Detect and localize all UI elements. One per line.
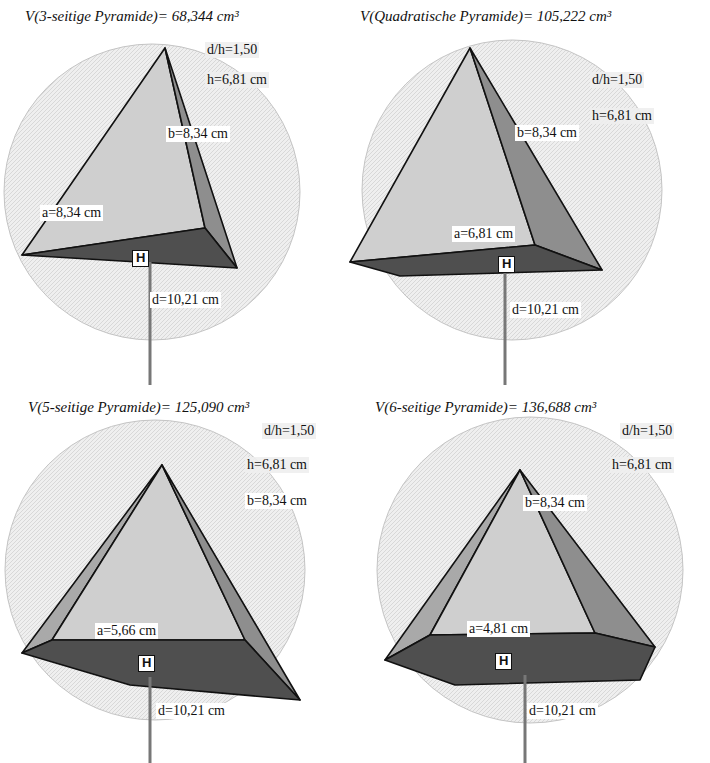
diameter-line: [149, 677, 152, 763]
height-marker: H: [132, 250, 149, 267]
base-edge-label: a=6,81 cm: [452, 226, 515, 242]
diameter-label: d=10,21 cm: [510, 302, 581, 318]
sphere-illustration: [340, 0, 710, 385]
volume-title: V(5-seitige Pyramide)= 125,090 cm³: [28, 399, 249, 416]
volume-title: V(6-seitige Pyramide)= 136,688 cm³: [375, 399, 596, 416]
base-edge-label: a=5,66 cm: [95, 623, 158, 639]
height-marker: H: [495, 653, 512, 670]
pyramid-face: [22, 228, 237, 268]
volume-title: V(Quadratische Pyramide)= 105,222 cm³: [360, 8, 611, 25]
diameter-line: [504, 272, 507, 385]
edge-label: b=8,34 cm: [166, 126, 230, 142]
diameter-label: d=10,21 cm: [150, 292, 221, 308]
edge-label: b=8,34 cm: [523, 495, 587, 511]
base-edge-label: a=4,81 cm: [467, 621, 530, 637]
height-label: h=6,81 cm: [610, 457, 674, 473]
ratio-label: d/h=1,50: [262, 423, 316, 439]
diameter-line: [149, 262, 152, 385]
edge-label: b=8,34 cm: [515, 125, 579, 141]
ratio-label: d/h=1,50: [205, 42, 259, 58]
pyramid-face: [350, 245, 602, 276]
height-label: h=6,81 cm: [205, 72, 269, 88]
pyramid-panel: V(Quadratische Pyramide)= 105,222 cm³ d/h…: [340, 0, 710, 385]
circumsphere: [4, 44, 300, 340]
base-edge-label: a=8,34 cm: [40, 205, 103, 221]
diameter-label: d=10,21 cm: [156, 703, 227, 719]
height-label: h=6,81 cm: [245, 457, 309, 473]
pyramid-face: [22, 640, 300, 700]
diameter-label: d=10,21 cm: [527, 703, 598, 719]
volume-title: V(3-seitige Pyramide)= 68,344 cm³: [25, 8, 239, 25]
edge-label: b=8,34 cm: [245, 493, 309, 509]
height-label: h=6,81 cm: [590, 108, 654, 124]
ratio-label: d/h=1,50: [620, 423, 674, 439]
pyramid-face: [385, 633, 655, 685]
pyramid-face: [52, 465, 245, 640]
pyramid-face: [22, 48, 205, 255]
height-marker: H: [138, 655, 155, 672]
ratio-label: d/h=1,50: [590, 72, 644, 88]
pyramid-panel: V(3-seitige Pyramide)= 68,344 cm³ d/h=1,5…: [0, 0, 355, 385]
height-marker: H: [498, 256, 515, 273]
circumsphere: [377, 417, 683, 723]
sphere-illustration: [0, 0, 355, 385]
pyramid-panel: V(6-seitige Pyramide)= 136,688 cm³ d/h=1,…: [355, 385, 710, 763]
pyramid-panel: V(5-seitige Pyramide)= 125,090 cm³ d/h=1,…: [0, 385, 355, 763]
pyramid-face: [520, 470, 655, 647]
